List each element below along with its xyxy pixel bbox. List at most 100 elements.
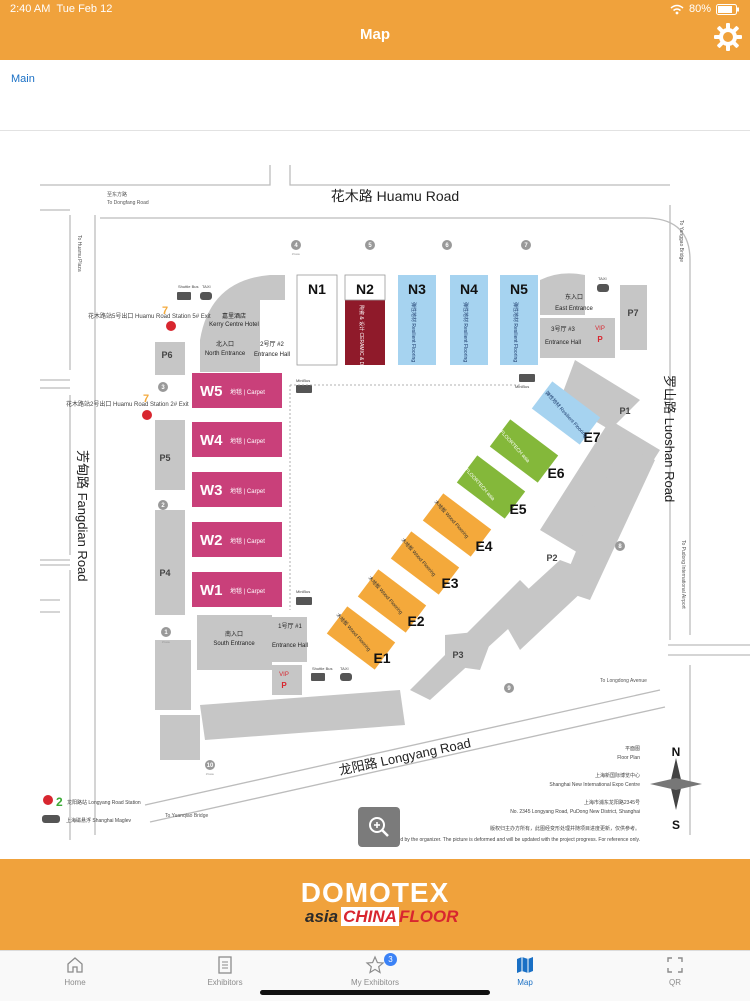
vip-p-south: P — [281, 681, 287, 690]
home-icon — [67, 957, 83, 973]
tab-home-label: Home — [64, 978, 86, 987]
metro-line7-b: 7 — [143, 393, 149, 405]
legend-floor-plan-en: Floor Plan — [617, 755, 640, 761]
parking-p7: P7 — [627, 308, 638, 318]
hall-w3-name[interactable]: W3 — [200, 482, 223, 499]
settings-gear-icon[interactable] — [713, 22, 743, 52]
vip-label-south: VIP — [279, 672, 289, 678]
east-entrance-en: East Entrance — [555, 306, 593, 312]
tab-qr-label: QR — [669, 978, 681, 987]
hall-w5-name[interactable]: W5 — [200, 383, 223, 400]
hall-e3-name[interactable]: E3 — [441, 575, 458, 591]
bus-icon — [296, 597, 312, 605]
gate-marker — [365, 240, 375, 250]
hall-e5-name[interactable]: E5 — [509, 501, 526, 517]
page-title: Map — [360, 26, 390, 43]
hall1-entrance-cn: 1号厅 #1 — [278, 623, 302, 630]
hall-n2-name[interactable]: N2 — [356, 281, 374, 297]
logo-china: CHINA — [341, 907, 399, 926]
legend-address-cn: 上海市浦东龙阳路2345号 — [584, 799, 640, 806]
gate-number-6: 6 — [445, 243, 449, 249]
tab-exhibitors-label: Exhibitors — [207, 978, 243, 987]
hall-w2-name[interactable]: W2 — [200, 532, 223, 549]
battery-icon — [716, 3, 739, 15]
arrow-label-airport: To Pudong International Airport — [680, 540, 686, 609]
taxi-label-south: TAXI — [340, 666, 349, 671]
taxi-icon — [200, 292, 212, 300]
minibus-label-2: MiniBus — [296, 589, 310, 594]
qr-scan-icon — [667, 957, 683, 973]
north-entrance-cn: 北入口 — [216, 340, 234, 348]
shuttle-label-south: Shuttle Bus — [312, 666, 332, 671]
maglev-icon — [42, 815, 60, 823]
battery-percent: 80% — [688, 3, 711, 15]
hall-n2-label: 陶瓷 & 设计 CERAMIC & DESIGN — [358, 305, 365, 381]
tab-map[interactable]: Map — [475, 951, 575, 1001]
hall-e7-name[interactable]: E7 — [583, 429, 600, 445]
arrow-label-yanggao: To Yanggao Bridge — [678, 220, 684, 262]
road-label-south: 龙阳路 Longyang Road — [338, 735, 473, 778]
hall-w1-label: 地毯 | Carpet — [230, 587, 265, 595]
hall-n4-label: 弹性地材 Resilient Flooring — [462, 302, 469, 362]
hall-n4-name[interactable]: N4 — [460, 281, 478, 297]
tab-exhibitors[interactable]: Exhibitors — [175, 951, 275, 1001]
gate-marker — [442, 240, 452, 250]
zoom-button[interactable] — [358, 807, 400, 847]
gate-marker — [158, 382, 168, 392]
south-entrance-en: South Entrance — [213, 641, 255, 647]
hall-w4-label: 地毯 | Carpet — [230, 437, 265, 445]
status-right: 80% — [670, 3, 740, 15]
status-time: 2:40 AM — [10, 3, 51, 15]
hall-n1-name[interactable]: N1 — [308, 281, 326, 297]
road-label-west: 芳甸路 Fangdian Road — [75, 450, 90, 582]
hall-e1-name[interactable]: E1 — [373, 650, 390, 666]
gate-marker — [205, 760, 215, 770]
tab-my-exhibitors-label: My Exhibitors — [350, 978, 399, 987]
halls-e-group: E1 木地板 Wood Flooring E2 木地板 Wood Floorin… — [326, 381, 601, 670]
hall-w5-label: 地毯 | Carpet — [230, 388, 265, 396]
metro-longyang: 龙阳路站 Longyang Road Station — [67, 799, 141, 806]
south-entrance-cn: 南入口 — [225, 630, 243, 638]
floor-plan-map[interactable]: 花木路 Huamu Road 罗山路 Luoshan Road 芳甸路 Fang… — [0, 131, 750, 859]
arrow-label-dongfang: To Dongfang Road — [107, 200, 149, 206]
gate-number-7: 7 — [524, 243, 528, 249]
minibus-label-3: MiniBus — [515, 384, 529, 389]
compass-south: S — [672, 818, 680, 832]
metro-icon — [166, 321, 176, 331]
taxi-label-east: TAXI — [598, 276, 607, 281]
hall-n5-name[interactable]: N5 — [510, 281, 528, 297]
hall-w4-name[interactable]: W4 — [200, 432, 223, 449]
gate-marker — [521, 240, 531, 250]
tab-my-exhibitors[interactable]: 3 My Exhibitors — [325, 951, 425, 1001]
gate-number-4: 4 — [294, 243, 298, 249]
hall-e4-name[interactable]: E4 — [475, 538, 492, 554]
hall2-entrance-en: Entrance Hall — [254, 352, 290, 358]
metro-line7-a: 7 — [162, 305, 168, 317]
hall-e2-name[interactable]: E2 — [407, 613, 424, 629]
gate-sub-1: #Gate — [162, 640, 171, 644]
sponsor-banner — [0, 859, 750, 950]
hall-n3-name[interactable]: N3 — [408, 281, 426, 297]
metro-huamu5: 花木路站5号出口 Huamu Road Station 5# Exit — [88, 312, 211, 320]
bus-icon — [311, 673, 325, 681]
gate-marker — [615, 541, 625, 551]
compass-icon: N S — [650, 745, 702, 832]
legend-address-en: No. 2345 Longyang Road, PuDong New Distr… — [510, 809, 640, 815]
hall-e6-name[interactable]: E6 — [547, 465, 564, 481]
gate-marker — [158, 500, 168, 510]
gate-sub-10: #Gate — [206, 772, 215, 776]
gate-number-1: 1 — [164, 630, 168, 636]
hall3-entrance-en: Entrance Hall — [545, 340, 581, 346]
tab-main[interactable]: Main — [11, 73, 35, 85]
hall-n3-label: 弹性地材 Resilient Flooring — [410, 302, 417, 362]
gate-marker — [291, 240, 301, 250]
halls-n-group: N1 N2 陶瓷 & 设计 CERAMIC & DESIGN N3 弹性地材 R… — [296, 274, 538, 381]
wifi-icon — [670, 4, 684, 14]
bus-icon — [296, 385, 312, 393]
road-label-east: 罗山路 Luoshan Road — [662, 375, 677, 502]
tab-qr[interactable]: QR — [625, 951, 725, 1001]
parking-p5: P5 — [159, 453, 170, 463]
hall-w1-name[interactable]: W1 — [200, 582, 223, 599]
my-exhibitors-badge: 3 — [384, 953, 397, 966]
tab-home[interactable]: Home — [25, 951, 125, 1001]
